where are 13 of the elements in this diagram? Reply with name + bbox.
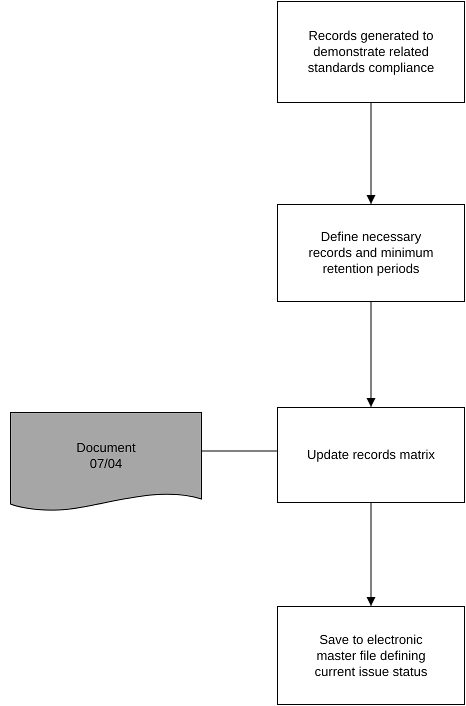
- box-text: Define necessary records and minimum retention periods: [308, 229, 434, 277]
- process-box: [277, 204, 465, 302]
- box-text: Update records matrix: [307, 447, 435, 463]
- box-text: Document 07/04: [75, 440, 137, 472]
- box-text: Records generated to demonstrate related standards compliance: [306, 28, 436, 76]
- arrow: [366, 302, 376, 408]
- arrow: [366, 102, 376, 204]
- connector-line: [202, 450, 278, 452]
- process-box: [277, 1, 465, 103]
- arrow: [366, 502, 376, 606]
- box-text: Save to electronic master file defining current issue status: [314, 632, 428, 680]
- process-box: [277, 606, 465, 705]
- process-box: [277, 407, 465, 503]
